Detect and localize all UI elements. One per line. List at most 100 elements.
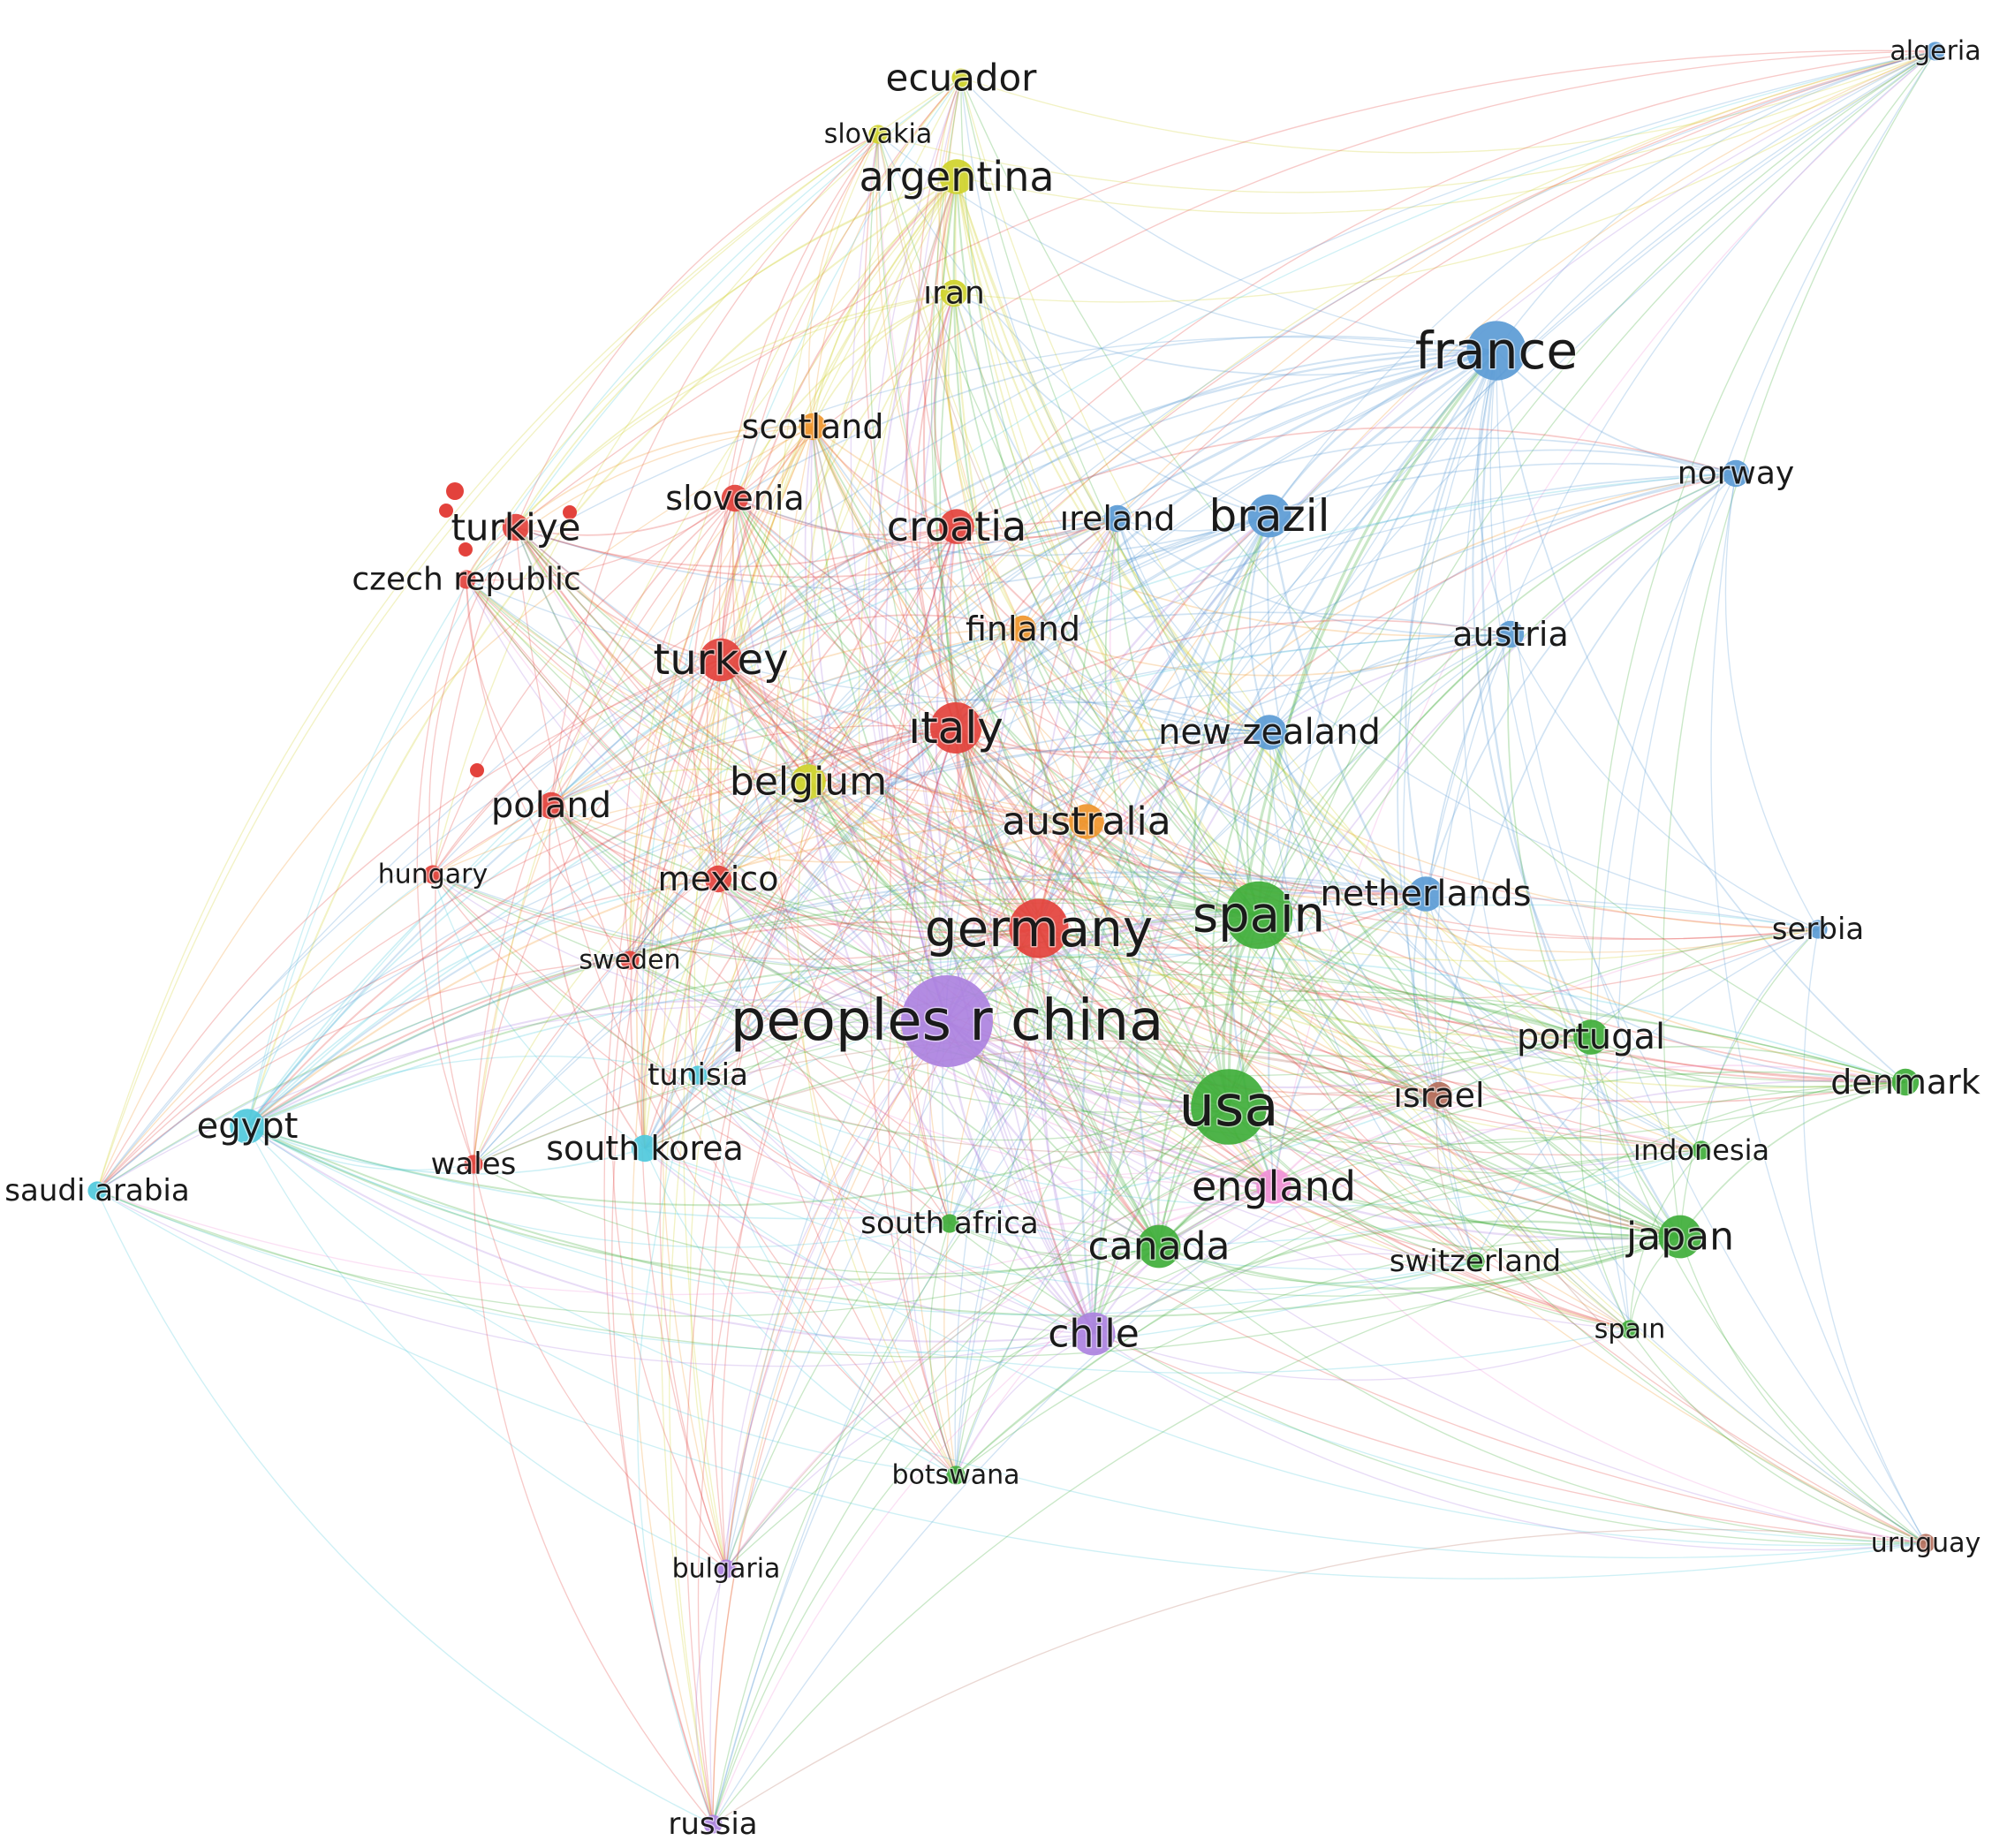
label-chile: chile bbox=[1048, 1312, 1140, 1357]
node-peoples-r-china[interactable] bbox=[901, 975, 993, 1067]
edge-mexico-spain bbox=[717, 878, 1260, 949]
node-italy[interactable] bbox=[930, 702, 981, 754]
node-tunisia[interactable] bbox=[688, 1065, 708, 1085]
node-sweden[interactable] bbox=[620, 951, 640, 970]
edge-netherlands-peoples-r-china bbox=[946, 890, 1427, 1022]
edge-iran-algeria bbox=[953, 50, 1936, 303]
edge-argentina-germany bbox=[922, 176, 1040, 929]
edge-france-austria bbox=[1476, 350, 1511, 635]
edge-algeria-italy bbox=[955, 50, 1936, 729]
edge-spain-peoples-r-china bbox=[945, 913, 1260, 1023]
edge-ireland-turkey bbox=[720, 518, 1118, 661]
edge-turkey-spain bbox=[720, 659, 1260, 917]
node-south-africa[interactable] bbox=[940, 1214, 959, 1233]
node-denmark[interactable] bbox=[1891, 1068, 1920, 1096]
edge-finland-tunisia bbox=[697, 628, 1024, 1076]
edge-ecuador-france bbox=[960, 77, 1497, 352]
node-dot[interactable] bbox=[446, 482, 464, 500]
node-brazil[interactable] bbox=[1247, 494, 1291, 538]
edge-finland-turkey bbox=[720, 614, 1024, 661]
node-finland[interactable] bbox=[1009, 615, 1037, 643]
edge-slovenia-usa bbox=[734, 497, 1230, 1108]
edge-finland-belgium bbox=[807, 628, 1024, 783]
node-dot[interactable] bbox=[439, 504, 453, 518]
node-mexico[interactable] bbox=[704, 865, 732, 893]
node-bulgaria[interactable] bbox=[716, 1559, 736, 1579]
edge-austria-switzerland bbox=[1434, 633, 1511, 1262]
node-ireland[interactable] bbox=[1103, 504, 1132, 533]
node-iran[interactable] bbox=[940, 279, 968, 307]
node-slovenia[interactable] bbox=[721, 484, 749, 512]
node-spain-2[interactable] bbox=[1620, 1320, 1640, 1339]
edge-south-africa-uruguay bbox=[949, 1223, 1927, 1545]
node-dot[interactable] bbox=[563, 505, 577, 519]
edge-croatia-botswana bbox=[870, 526, 958, 1476]
edge-czech-republic-peoples-r-china bbox=[466, 579, 948, 1022]
edge-ecuador-canada bbox=[930, 77, 1160, 1247]
node-dot[interactable] bbox=[458, 542, 473, 557]
label-norway: norway bbox=[1678, 456, 1794, 492]
node-wales[interactable] bbox=[464, 1155, 483, 1174]
node-turkey[interactable] bbox=[699, 638, 743, 682]
edge-egypt-uruguay bbox=[246, 1125, 1927, 1559]
edge-turkey-netherlands bbox=[720, 659, 1427, 896]
node-switzerland[interactable] bbox=[1466, 1252, 1485, 1271]
edge-turkey-botswana bbox=[717, 659, 957, 1476]
edge-scotland-germany bbox=[812, 426, 1040, 929]
node-norway[interactable] bbox=[1722, 459, 1750, 488]
node-belgium[interactable] bbox=[791, 764, 826, 799]
node-chile[interactable] bbox=[1072, 1312, 1116, 1356]
label-denmark: denmark bbox=[1830, 1063, 1981, 1102]
node-serbia[interactable] bbox=[1808, 920, 1828, 939]
node-indonesia[interactable] bbox=[1692, 1140, 1711, 1160]
node-south-korea[interactable] bbox=[631, 1134, 659, 1163]
node-usa[interactable] bbox=[1191, 1069, 1267, 1145]
node-canada[interactable] bbox=[1137, 1224, 1181, 1269]
edge-argentina-south-korea bbox=[642, 176, 958, 1149]
node-saudi-arabia[interactable] bbox=[87, 1181, 107, 1200]
edge-denmark-wales bbox=[473, 990, 1906, 1165]
node-botswana[interactable] bbox=[946, 1466, 966, 1485]
node-poland[interactable] bbox=[537, 791, 565, 820]
edge-england-botswana bbox=[955, 1185, 1275, 1476]
label-australia: australia bbox=[1002, 799, 1171, 844]
edge-scotland-austria bbox=[812, 426, 1511, 637]
edge-france-indonesia bbox=[1489, 350, 1702, 1151]
edge-new-zealand-spain-2 bbox=[1269, 731, 1631, 1330]
edge-scotland-russia bbox=[631, 426, 814, 1825]
node-uruguay[interactable] bbox=[1916, 1534, 1935, 1553]
edge-peoples-r-china-spain-2 bbox=[946, 1020, 1631, 1330]
node-czech-republic[interactable] bbox=[457, 570, 476, 589]
edge-argentina-turkiye bbox=[515, 176, 958, 528]
node-netherlands[interactable] bbox=[1408, 876, 1443, 912]
node-algeria[interactable] bbox=[1926, 42, 1945, 61]
edge-indonesia-bulgaria bbox=[725, 1149, 1702, 1570]
node-croatia[interactable] bbox=[939, 509, 974, 544]
node-france[interactable] bbox=[1466, 321, 1526, 381]
node-england[interactable] bbox=[1256, 1169, 1291, 1204]
label-slovakia: slovakia bbox=[824, 119, 933, 150]
edge-serbia-switzerland bbox=[1474, 928, 1819, 1262]
edge-ecuador-croatia bbox=[918, 77, 962, 527]
node-hungary[interactable] bbox=[423, 865, 443, 884]
node-spain[interactable] bbox=[1224, 881, 1293, 950]
node-new-zealand[interactable] bbox=[1252, 715, 1287, 750]
node-germany[interactable] bbox=[1009, 898, 1069, 958]
node-austria[interactable] bbox=[1496, 620, 1525, 648]
node-russia[interactable] bbox=[703, 1814, 723, 1834]
edge-france-poland bbox=[550, 350, 1497, 807]
node-scotland[interactable] bbox=[799, 413, 827, 441]
node-slovakia[interactable] bbox=[868, 125, 888, 144]
node-portugal[interactable] bbox=[1573, 1019, 1609, 1055]
edge-spain-israel bbox=[1258, 914, 1440, 1096]
node-australia[interactable] bbox=[1069, 804, 1104, 839]
node-egypt[interactable] bbox=[230, 1109, 265, 1144]
node-dot[interactable] bbox=[470, 763, 484, 777]
node-turkiye[interactable] bbox=[502, 513, 530, 542]
edge-new-zealand-peoples-r-china bbox=[946, 731, 1270, 1022]
node-japan[interactable] bbox=[1658, 1215, 1702, 1259]
node-argentina[interactable] bbox=[939, 159, 974, 194]
label-japan: japan bbox=[1625, 1215, 1734, 1260]
node-israel[interactable] bbox=[1425, 1081, 1453, 1110]
node-ecuador[interactable] bbox=[951, 68, 971, 87]
